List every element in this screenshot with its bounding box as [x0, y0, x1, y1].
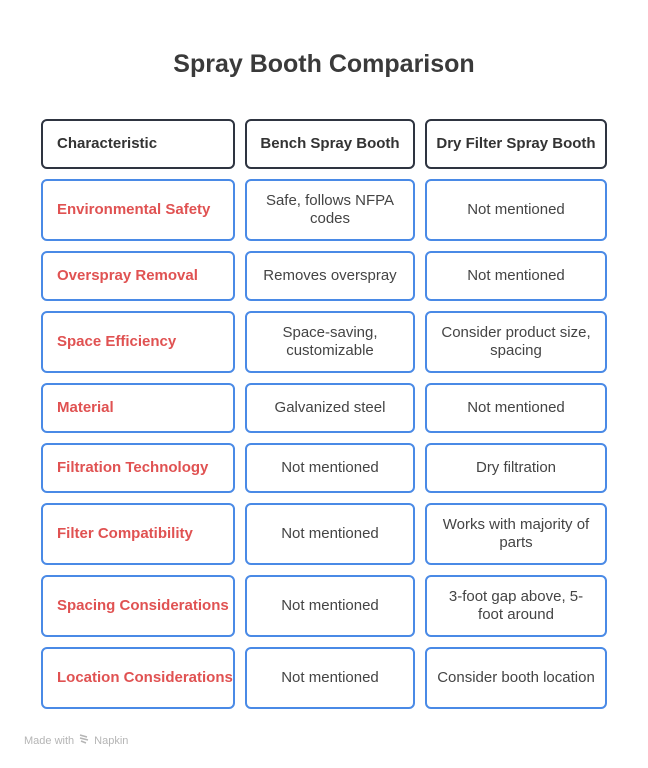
dry-value: Dry filtration — [425, 443, 607, 493]
header-dry-filter-spray-booth: Dry Filter Spray Booth — [425, 119, 607, 169]
bench-value: Safe, follows NFPA codes — [245, 179, 415, 241]
dry-value: Consider product size, spacing — [425, 311, 607, 373]
row-label: Environmental Safety — [41, 179, 235, 241]
bench-value: Space-saving, customizable — [245, 311, 415, 373]
bench-value: Galvanized steel — [245, 383, 415, 433]
bench-value: Not mentioned — [245, 647, 415, 709]
bench-value: Not mentioned — [245, 503, 415, 565]
dry-value: Consider booth location — [425, 647, 607, 709]
header-bench-spray-booth: Bench Spray Booth — [245, 119, 415, 169]
header-characteristic: Characteristic — [41, 119, 235, 169]
dry-value: Works with majority of parts — [425, 503, 607, 565]
row-label: Filtration Technology — [41, 443, 235, 493]
napkin-logo-icon — [78, 733, 90, 748]
dry-value: Not mentioned — [425, 383, 607, 433]
dry-value: Not mentioned — [425, 179, 607, 241]
footer-prefix: Made with — [24, 734, 75, 747]
bench-value: Not mentioned — [245, 575, 415, 637]
bench-value: Removes overspray — [245, 251, 415, 301]
dry-value: 3-foot gap above, 5-foot around — [425, 575, 607, 637]
dry-value: Not mentioned — [425, 251, 607, 301]
bench-value: Not mentioned — [245, 443, 415, 493]
row-label: Location Considerations — [41, 647, 235, 709]
made-with-napkin-footer[interactable]: Made with Napkin — [24, 733, 128, 748]
row-label: Material — [41, 383, 235, 433]
row-label: Filter Compatibility — [41, 503, 235, 565]
footer-brand: Napkin — [94, 734, 129, 747]
page-title: Spray Booth Comparison — [173, 50, 475, 78]
row-label: Spacing Considerations — [41, 575, 235, 637]
row-label: Overspray Removal — [41, 251, 235, 301]
row-label: Space Efficiency — [41, 311, 235, 373]
